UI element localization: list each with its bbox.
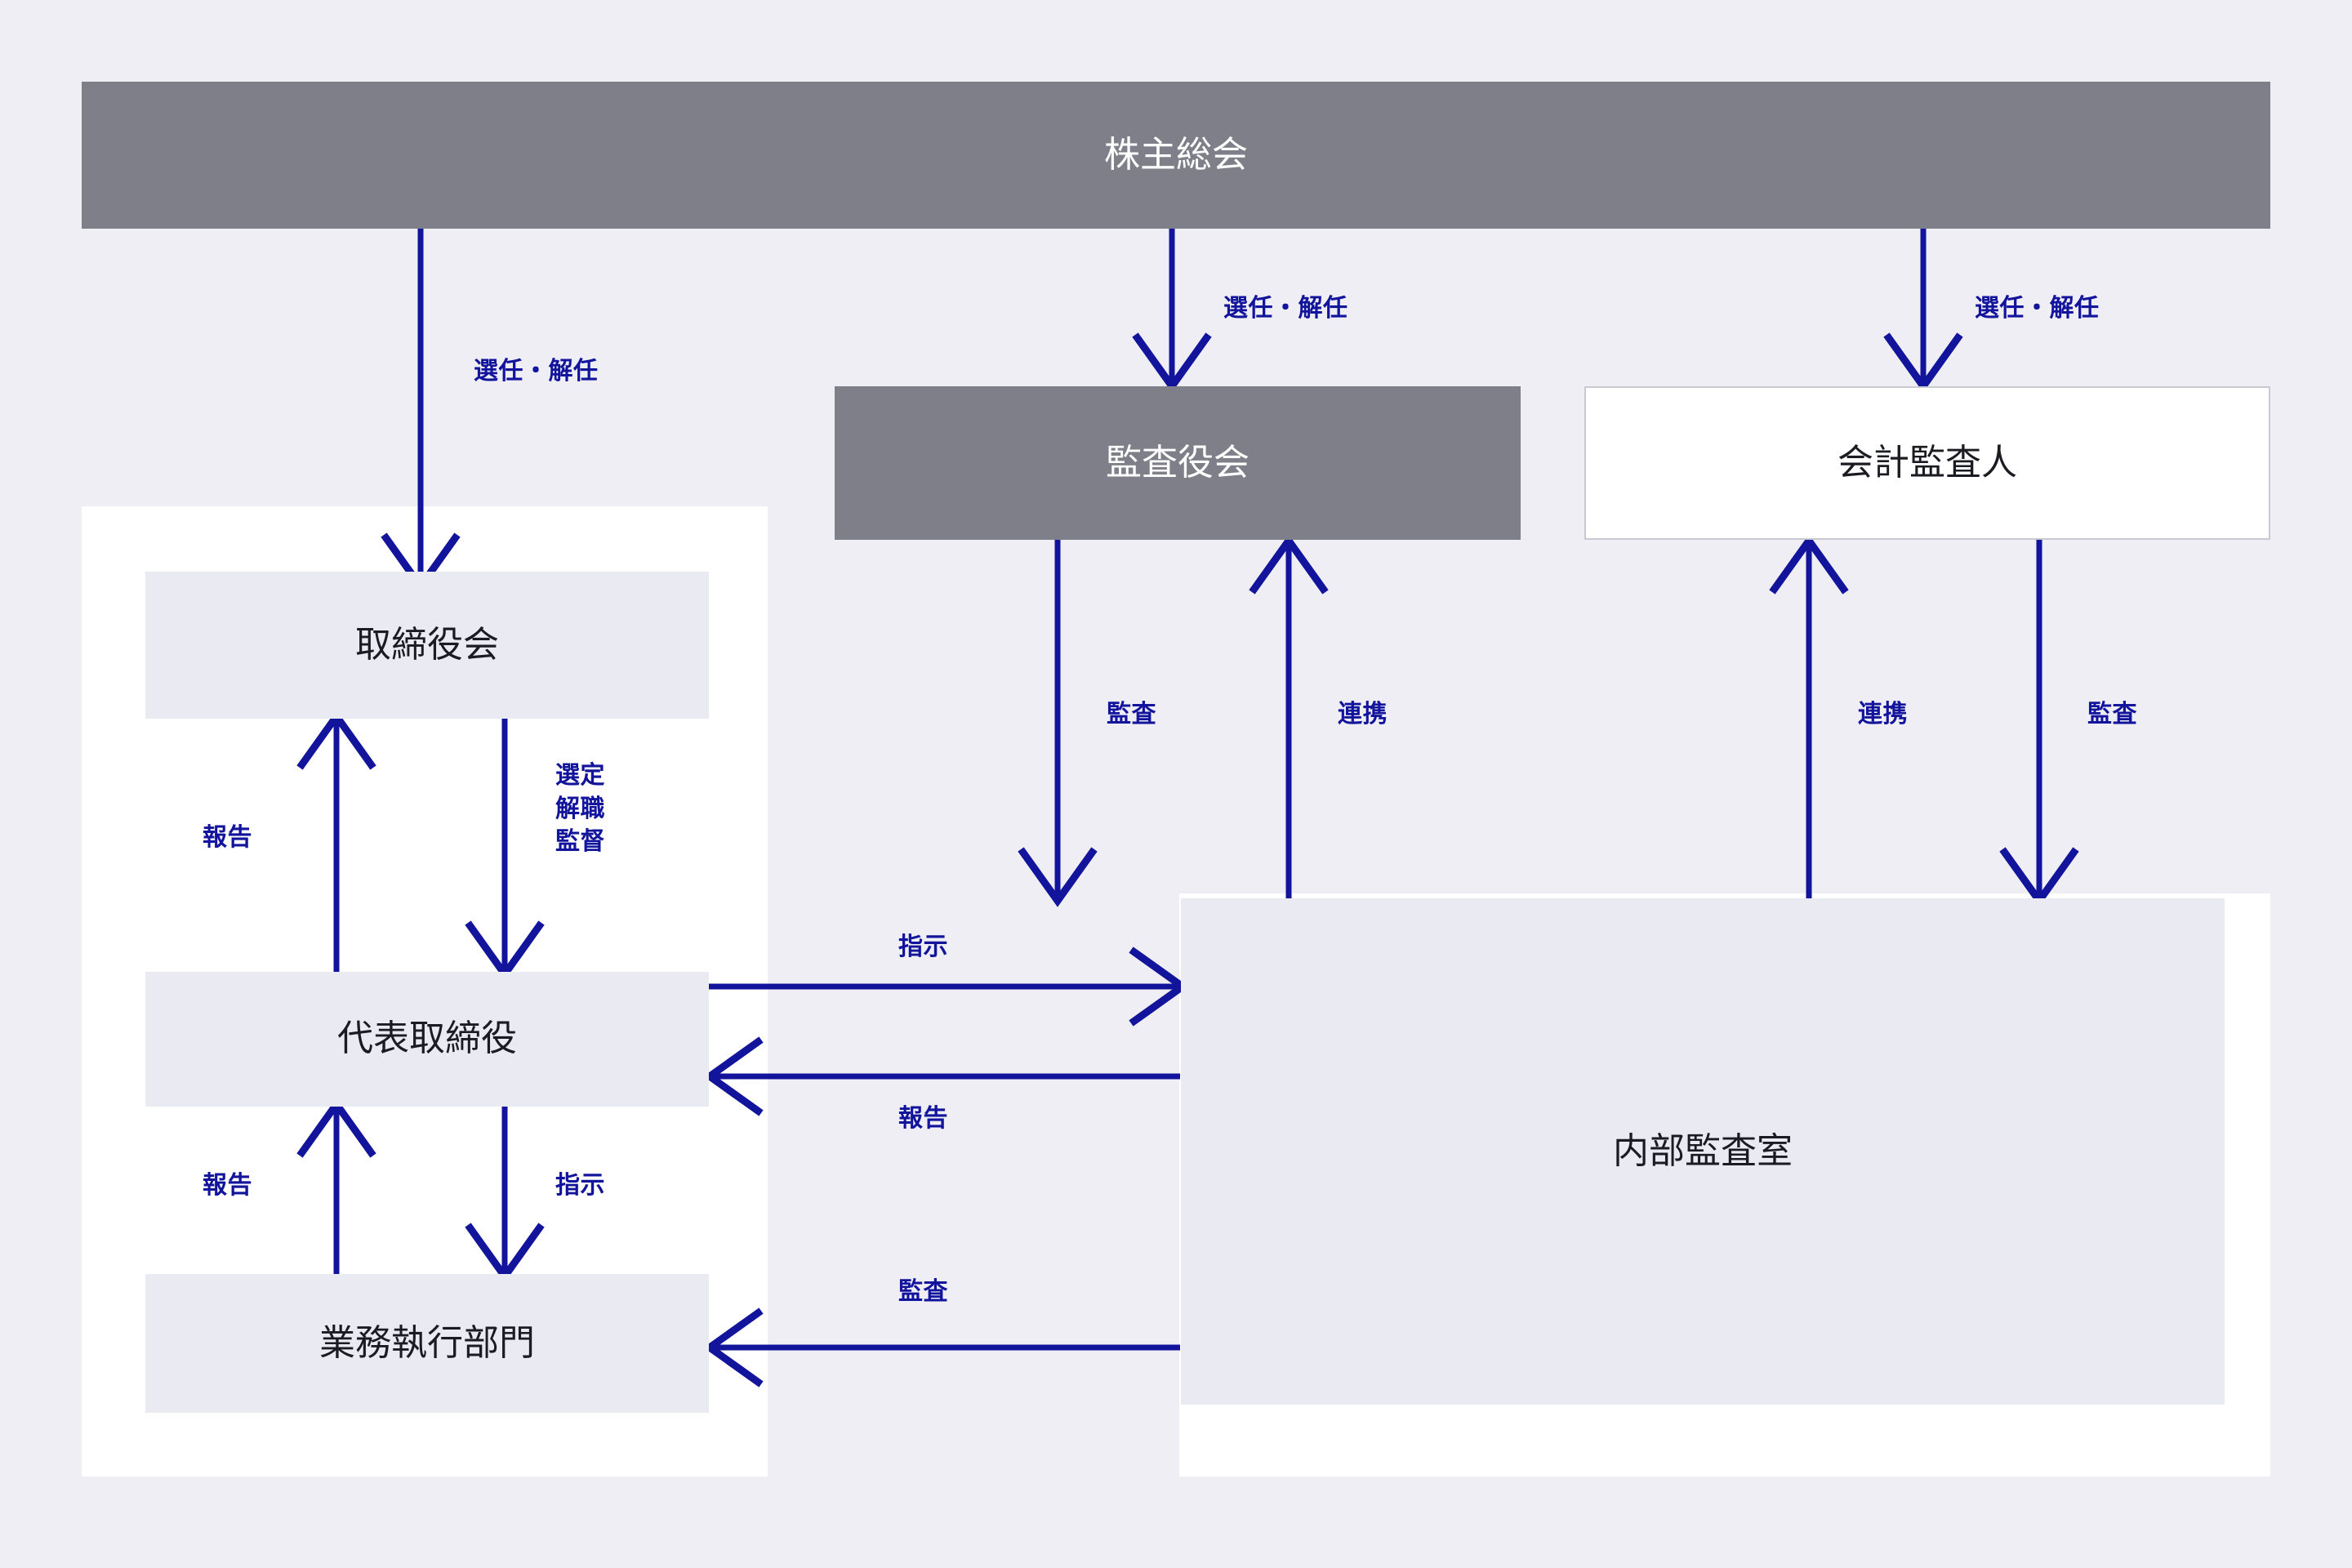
node-label: 取締役会 [355,624,499,665]
edge-label-select-dismiss-supervise: 選定 解職 監督 [555,762,605,855]
node-label: 内部監査室 [1613,1130,1793,1171]
edge-label-audit-internal-division: 監査 [898,1278,948,1305]
node-shareholders-meeting[interactable]: 株主総会 [82,82,2270,229]
node-label: 会計監査人 [1838,442,2017,483]
node-label: 業務執行部門 [319,1322,535,1363]
edge-label-cooperate-auditors-internal: 連携 [1338,701,1388,728]
edge-label-appoint-dismiss-accountant: 選任・解任 [1975,295,2100,322]
node-board-of-directors[interactable]: 取締役会 [145,572,709,719]
node-label: 株主総会 [1104,134,1248,175]
edge-label-cooperate-accountant-internal: 連携 [1858,701,1908,728]
node-internal-audit-office[interactable]: 内部監査室 [1181,898,2225,1405]
node-label: 監査役会 [1106,442,1250,483]
edge-label-report-to-repdirector: 報告 [203,1172,252,1199]
edge-label-instruct-to-internal: 指示 [898,933,948,960]
edge-label-audit-accountant-internal: 監査 [2087,701,2137,728]
node-representative-director[interactable]: 代表取締役 [145,972,709,1107]
node-board-of-auditors[interactable]: 監査役会 [835,386,1521,540]
node-business-execution-division[interactable]: 業務執行部門 [145,1274,709,1413]
edge-label-instruct-to-division: 指示 [555,1172,605,1199]
edge-label-appoint-dismiss-auditors: 選任・解任 [1223,295,1348,322]
node-accounting-auditor[interactable]: 会計監査人 [1584,386,2270,540]
edge-label-report-from-internal: 報告 [898,1105,948,1132]
edge-label-audit-auditors-internal: 監査 [1107,701,1156,728]
edge-label-report-to-board: 報告 [203,824,252,851]
node-label: 代表取締役 [337,1018,517,1059]
edge-label-appoint-dismiss-board: 選任・解任 [474,358,599,385]
